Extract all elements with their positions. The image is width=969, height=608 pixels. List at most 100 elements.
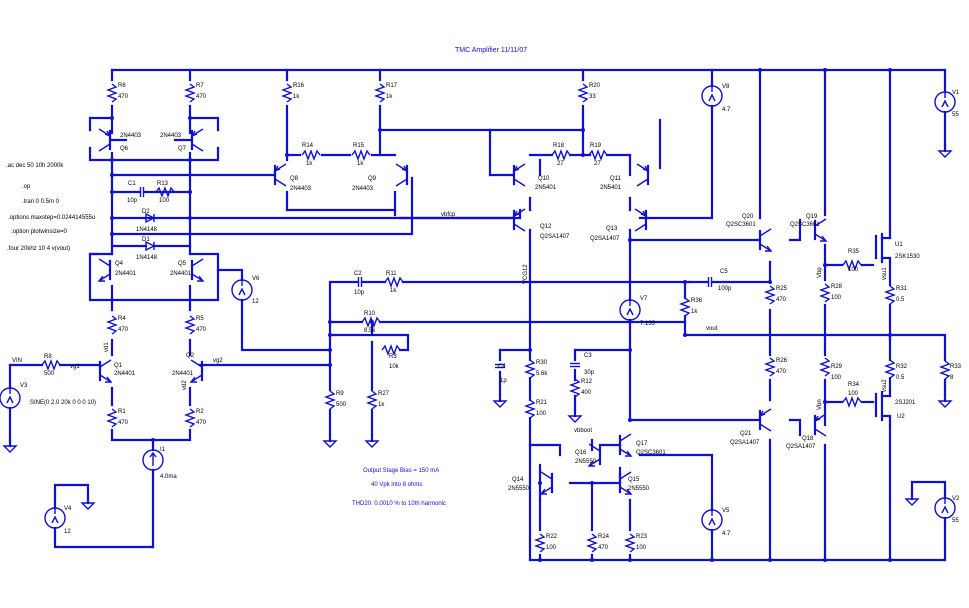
svg-text:R4: R4: [118, 316, 126, 322]
note-thd: THD20: 0.0010 % to 10th harmonic: [352, 501, 446, 507]
svg-text:470: 470: [118, 327, 129, 333]
svg-text:2N4401: 2N4401: [172, 371, 194, 377]
svg-text:R36: R36: [691, 298, 703, 304]
svg-text:R18: R18: [553, 143, 565, 149]
svg-text:27: 27: [557, 161, 564, 167]
svg-text:470: 470: [776, 297, 787, 303]
svg-text:Q2SA1407: Q2SA1407: [540, 234, 570, 240]
svg-text:V4: V4: [64, 506, 72, 512]
capacitor-c4: C4 1p: [494, 363, 507, 384]
net-labels: VIN vg1 vg2 vd1 vd2 vbfcp VCG12 vout vbb…: [12, 212, 888, 434]
svg-text:V2: V2: [952, 496, 960, 502]
svg-text:2N4401: 2N4401: [115, 271, 137, 277]
ground-v1: [937, 143, 953, 159]
source-v8: V84.7: [701, 84, 731, 113]
svg-text:R31: R31: [896, 286, 908, 292]
resistor-r25: R25 470: [765, 285, 788, 305]
resistor-r4: R4 470: [107, 315, 129, 335]
svg-text:470: 470: [196, 327, 207, 333]
svg-text:Q18: Q18: [802, 436, 814, 442]
svg-text:470: 470: [598, 545, 609, 551]
svg-text:V5: V5: [722, 508, 730, 514]
net-vsu2: vsu2: [882, 379, 888, 392]
svg-text:100: 100: [831, 295, 842, 301]
svg-text:R22: R22: [546, 534, 558, 540]
svg-text:55: 55: [952, 518, 959, 524]
svg-text:Q5: Q5: [178, 261, 187, 267]
note-bias: Output Stage Bias = 150 mA: [363, 468, 439, 474]
svg-text:Q2SC3601: Q2SC3601: [726, 222, 756, 228]
svg-text:100: 100: [848, 267, 859, 273]
svg-text:R9: R9: [336, 391, 344, 397]
svg-text:100: 100: [831, 375, 842, 381]
ground-r9: [322, 433, 338, 449]
svg-text:12: 12: [252, 299, 259, 305]
ground-r27: [364, 433, 380, 449]
svg-text:1k: 1k: [390, 288, 397, 294]
schematic-title: TMC Amplifier 11/11/07: [455, 47, 527, 54]
svg-text:C4: C4: [498, 364, 506, 370]
svg-text:Q13: Q13: [606, 226, 618, 232]
directive-ac: .ac dec 50 10h 2000k: [6, 163, 64, 169]
svg-text:Q2SA1407: Q2SA1407: [730, 440, 760, 446]
svg-text:Q6: Q6: [120, 146, 129, 152]
svg-text:Q21: Q21: [740, 431, 752, 437]
svg-text:Q17: Q17: [636, 441, 648, 447]
svg-text:1k: 1k: [357, 161, 364, 167]
transistor-q5: Q5 2N4401: [170, 257, 205, 283]
junction-dots: [110, 68, 892, 562]
svg-text:2N4401: 2N4401: [170, 271, 192, 277]
source-v2: V2 55: [934, 496, 960, 524]
svg-text:V3: V3: [20, 383, 28, 389]
svg-text:R25: R25: [776, 286, 788, 292]
svg-text:1p: 1p: [500, 378, 507, 384]
svg-text:R28: R28: [831, 284, 843, 290]
svg-text:R17: R17: [386, 83, 398, 89]
svg-text:470: 470: [118, 420, 129, 426]
svg-text:2SK1530: 2SK1530: [895, 254, 920, 260]
svg-text:R12: R12: [581, 379, 593, 385]
svg-text:R30: R30: [536, 360, 548, 366]
svg-text:1k: 1k: [378, 402, 385, 408]
svg-text:2N5550: 2N5550: [508, 486, 530, 492]
svg-text:C5: C5: [720, 269, 728, 275]
svg-text:R33: R33: [950, 364, 962, 370]
svg-text:R2: R2: [196, 409, 204, 415]
svg-text:R5: R5: [196, 316, 204, 322]
svg-text:Q2SA1407: Q2SA1407: [590, 236, 620, 242]
svg-text:Q1: Q1: [114, 363, 123, 369]
svg-text:R16: R16: [293, 83, 305, 89]
svg-text:10k: 10k: [389, 364, 400, 370]
net-vg2: vg2: [213, 358, 223, 364]
svg-text:R6: R6: [118, 83, 126, 89]
spice-directives: .ac dec 50 10h 2000k .op .tran 0 0.5m 0 …: [6, 163, 95, 252]
svg-text:Q8: Q8: [290, 176, 299, 182]
svg-text:Q15: Q15: [628, 477, 640, 483]
svg-text:Q11: Q11: [610, 176, 622, 182]
svg-text:0.5: 0.5: [896, 375, 905, 381]
svg-text:Q9: Q9: [368, 176, 377, 182]
svg-text:C3: C3: [584, 353, 592, 359]
svg-text:10p: 10p: [354, 290, 365, 296]
